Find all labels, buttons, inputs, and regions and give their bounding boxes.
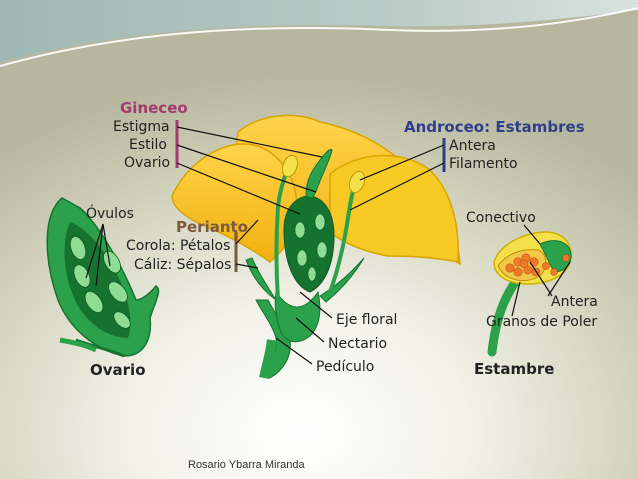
label-ovulos: Óvulos — [86, 204, 134, 222]
label-granos-polen: Granos de Poler — [486, 314, 597, 330]
footer-author: Rosario Ybarra Miranda — [188, 459, 305, 471]
androceo-title: Androceo: Estambres — [404, 118, 585, 136]
gineceo-label-ovario: Ovario — [124, 155, 170, 171]
gineceo-title: Gineceo — [120, 99, 188, 117]
label-pediculo: Pedículo — [316, 359, 374, 375]
label-eje-floral: Eje floral — [336, 312, 397, 328]
label-conectivo: Conectivo — [466, 210, 536, 226]
androceo-label-filamento: Filamento — [449, 156, 518, 172]
label-antera-estambre: Antera — [551, 294, 598, 310]
caption-estambre: Estambre — [474, 360, 554, 378]
caption-ovario: Ovario — [90, 361, 146, 379]
androceo-label-antera: Antera — [449, 138, 496, 154]
gineceo-label-estilo: Estilo — [129, 137, 167, 153]
periantho-label-caliz: Cáliz: Sépalos — [134, 257, 231, 273]
periantho-title: Perianto — [176, 218, 248, 236]
periantho-label-corola: Corola: Pétalos — [126, 238, 230, 254]
gineceo-label-estigma: Estigma — [113, 119, 170, 135]
label-nectario: Nectario — [328, 336, 387, 352]
